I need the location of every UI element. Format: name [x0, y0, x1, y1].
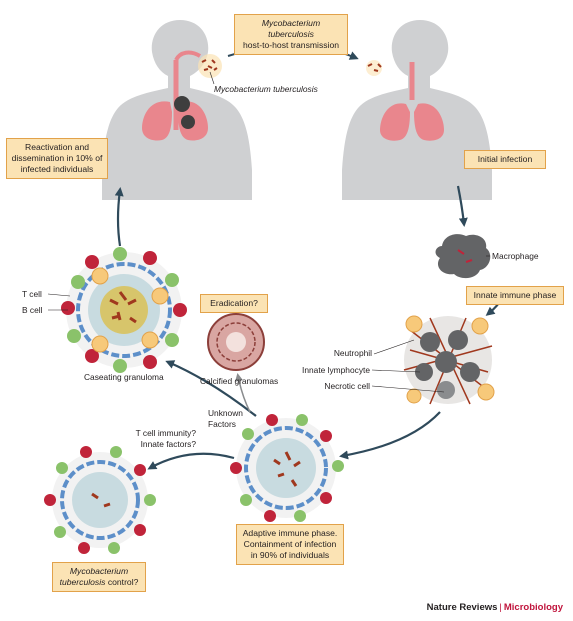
caseating-label: Caseating granuloma: [84, 372, 164, 382]
adaptive-line-3: in 90% of individuals: [250, 550, 330, 560]
arrow-to-calcified: [235, 373, 251, 413]
left-lung: [380, 103, 410, 141]
transmission-italic: Mycobacterium tuberculosis: [261, 18, 321, 39]
calcified-label: Calcified granulomas: [200, 376, 279, 386]
adaptive-phase-box: Adaptive immune phase. Containment of in…: [236, 524, 344, 565]
leader-neutrophil: [373, 339, 415, 355]
calcified-granuloma: [207, 313, 265, 371]
caseating-granuloma: [61, 247, 187, 373]
left-lung: [142, 101, 172, 141]
transmission-box: Mycobacterium tuberculosis host-to-host …: [234, 14, 348, 55]
leader-t-cell: [47, 293, 71, 297]
eradication-box: Eradication?: [200, 294, 268, 313]
control-box: Mycobacterium tuberculosis control?: [52, 562, 146, 592]
arrow-to-adaptive: [339, 411, 441, 460]
leader-mtb: [209, 71, 215, 85]
transmission-rest: host-to-host transmission: [243, 40, 339, 50]
control-rest: control?: [107, 577, 139, 587]
unknown-line-1: Unknown: [208, 408, 243, 418]
inhaled-bacilli: [366, 60, 382, 76]
mtb-label: Mycobacterium tuberculosis: [214, 84, 318, 94]
control-italic-1: Mycobacterium: [69, 566, 129, 576]
lung-lesion: [181, 115, 195, 129]
exhaled-bacilli: [198, 54, 222, 78]
initial-infection-box: Initial infection: [464, 150, 546, 169]
reactivation-line-2: dissemination in 10% of: [11, 153, 103, 163]
adaptive-line-1: Adaptive immune phase.: [242, 528, 338, 538]
unknown-factors-label: Unknown Factors: [208, 408, 243, 429]
unknown-line-2: Factors: [208, 418, 236, 429]
necrotic-cell-label: Necrotic cell: [324, 381, 370, 391]
t-cell-label: T cell: [22, 289, 42, 299]
innate-phase-box: Innate immune phase: [466, 286, 564, 305]
arrow-to-caseating: [165, 360, 257, 417]
journal-footer: Nature Reviews|Microbiology: [427, 602, 563, 613]
adaptive-granuloma: [230, 414, 344, 522]
reactivation-line-3: infected individuals: [20, 164, 94, 174]
tcell-immunity-line-1: T cell immunity?: [135, 428, 196, 438]
arrow-to-reactivation: [114, 187, 124, 247]
journal-name: Nature Reviews: [426, 602, 498, 613]
tcell-immunity-label: T cell immunity? Innate factors?: [96, 428, 196, 449]
leader-innate-lymphocyte: [371, 369, 421, 373]
lung-lesion: [174, 96, 190, 112]
innate-immune-cluster: [403, 315, 495, 405]
b-cell-label: B cell: [22, 305, 43, 315]
macrophage: [435, 234, 491, 279]
footer-separator: |: [499, 602, 502, 613]
controlled-granuloma: [44, 446, 156, 554]
control-italic-2: tuberculosis: [59, 577, 106, 587]
initial-infection-label: Initial infection: [477, 154, 533, 164]
new-host-silhouette: [342, 20, 492, 200]
innate-lymphocyte-label: Innate lymphocyte: [302, 365, 370, 375]
neutrophil-label: Neutrophil: [333, 348, 372, 358]
adaptive-line-2: Containment of infection: [243, 539, 337, 549]
eradication-label: Eradication?: [210, 298, 258, 308]
macrophage-label: Macrophage: [492, 251, 539, 261]
reactivation-line-1: Reactivation and: [24, 142, 90, 152]
reactivation-box: Reactivation and dissemination in 10% of…: [6, 138, 108, 179]
right-lung: [414, 103, 444, 141]
infected-host-silhouette: [102, 20, 252, 200]
arrow-to-macrophage: [456, 185, 468, 227]
tcell-immunity-line-2: Innate factors?: [140, 438, 196, 449]
arrow-to-control: [147, 452, 235, 470]
leader-necrotic-cell: [371, 385, 445, 393]
innate-phase-label: Innate immune phase: [473, 290, 557, 300]
journal-section: Microbiology: [503, 602, 563, 613]
